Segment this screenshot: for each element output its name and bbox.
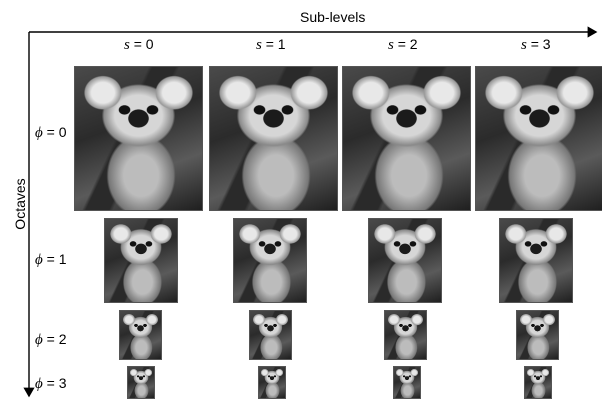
- image-octave0-sublevel2: [342, 66, 471, 211]
- row-label-phi2: ϕ = 2: [35, 331, 67, 348]
- image-octave3-sublevel0: [127, 366, 155, 399]
- image-octave1-sublevel3: [499, 218, 573, 303]
- image-octave3-sublevel1: [258, 366, 286, 399]
- row-label-phi3: ϕ = 3: [35, 375, 67, 392]
- row-label-phi1: ϕ = 1: [35, 251, 67, 268]
- image-octave1-sublevel0: [104, 218, 178, 303]
- x-axis-label: Sub-levels: [300, 9, 366, 25]
- image-octave2-sublevel0: [119, 310, 162, 360]
- image-octave2-sublevel1: [249, 310, 292, 360]
- image-octave1-sublevel1: [233, 218, 307, 303]
- column-label-s3: s = 3: [521, 36, 551, 53]
- image-octave3-sublevel2: [393, 366, 421, 399]
- image-octave1-sublevel2: [368, 218, 442, 303]
- column-label-s1: s = 1: [256, 36, 286, 53]
- column-label-s2: s = 2: [388, 36, 418, 53]
- image-octave2-sublevel3: [516, 310, 559, 360]
- image-octave0-sublevel3: [475, 66, 602, 211]
- row-label-phi0: ϕ = 0: [35, 124, 67, 141]
- image-octave2-sublevel2: [384, 310, 427, 360]
- column-label-s0: s = 0: [124, 36, 154, 53]
- image-octave0-sublevel0: [74, 66, 203, 211]
- image-octave0-sublevel1: [209, 66, 338, 211]
- y-axis-label: Octaves: [12, 178, 28, 230]
- image-octave3-sublevel3: [524, 366, 552, 399]
